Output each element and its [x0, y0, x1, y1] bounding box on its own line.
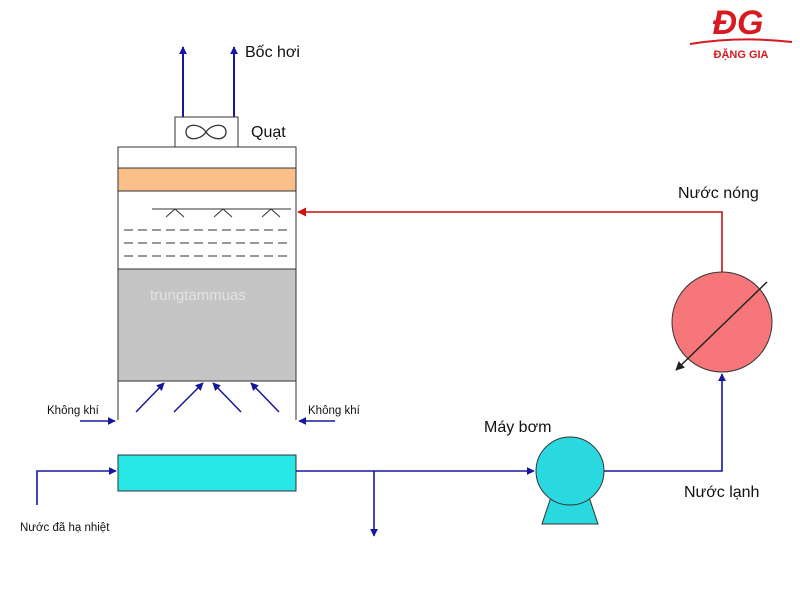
spray-nozzle-3 [261, 208, 281, 218]
cooled-water-inlet-line [36, 467, 117, 505]
heat-exchanger-icon [671, 271, 773, 373]
exhaust-label: Bốc hơi [245, 44, 300, 61]
cooled-water-label: Nước đã hạ nhiệt [20, 522, 110, 534]
tower-fill-section [117, 268, 297, 382]
fan-icon [185, 124, 227, 140]
hot-water-label: Nước nóng [678, 185, 759, 202]
air-arrow-4 [250, 382, 280, 413]
cold-water-basin [117, 454, 297, 492]
tower-top-band [117, 146, 297, 169]
pump-icon [535, 436, 605, 525]
tower-fill-media [117, 167, 297, 192]
logo-mark: ĐG [713, 4, 764, 42]
logo-swoosh [689, 38, 793, 45]
hot-water-line [297, 207, 723, 372]
air-right-label: Không khí [308, 405, 361, 417]
pump-body [535, 436, 605, 506]
heat-exchanger-arrow [675, 281, 768, 371]
logo: ĐG ĐẶNG GIA [689, 4, 793, 61]
fan-label: Quạt [251, 124, 286, 141]
cold-water-label: Nước lạnh [684, 484, 759, 501]
air-arrow-3 [212, 382, 242, 413]
pump-label: Máy bơm [484, 419, 551, 436]
cold-water-line [604, 373, 726, 472]
spray-nozzle-1 [165, 208, 185, 218]
watermark: trungtammuas [150, 287, 246, 304]
air-arrow-2 [173, 382, 204, 413]
air-arrow-1 [135, 382, 165, 413]
air-inflow-arrows [135, 382, 280, 413]
logo-name: ĐẶNG GIA [714, 48, 769, 61]
spray-nozzle-2 [213, 208, 233, 218]
cooling-tower: trungtammuas [117, 146, 297, 420]
air-left-label: Không khí [47, 405, 100, 417]
